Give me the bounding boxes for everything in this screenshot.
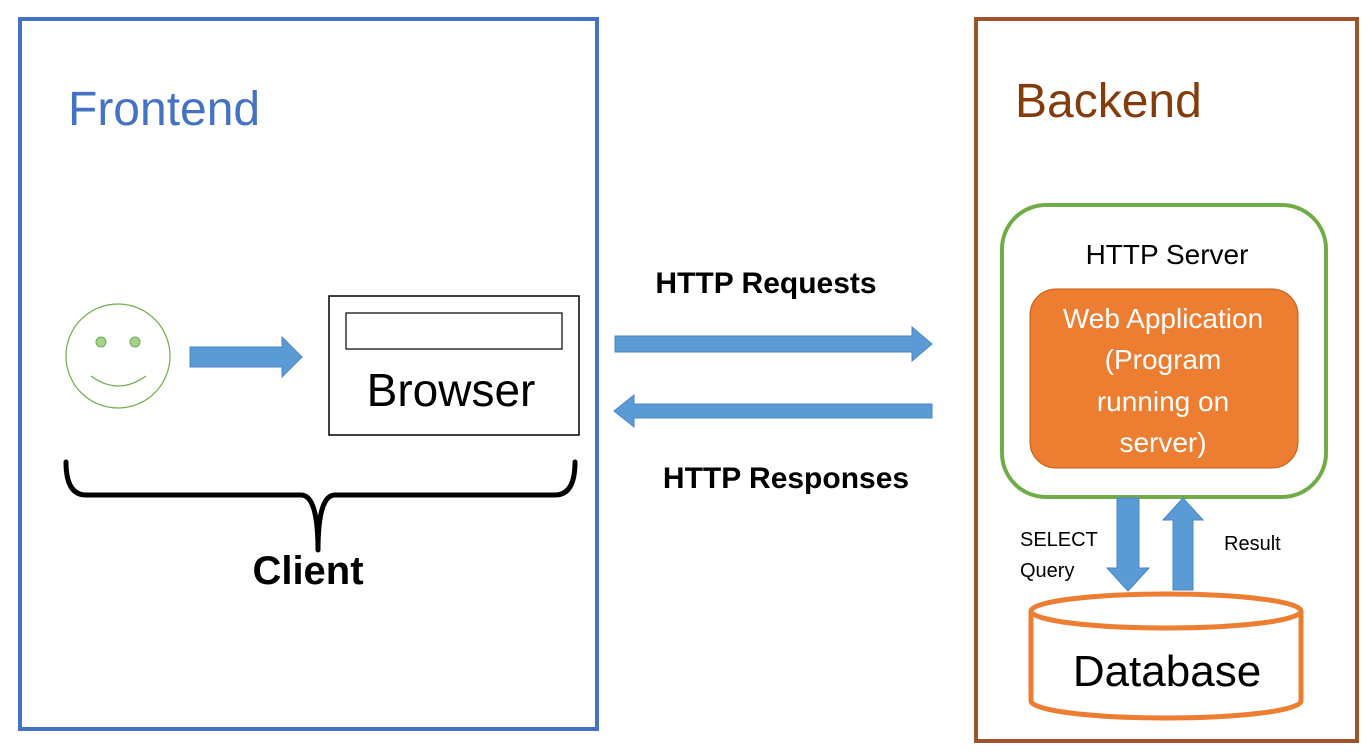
web-app-line-3: running on	[1097, 386, 1229, 417]
client-label: Client	[252, 549, 363, 593]
frontend-border	[18, 17, 599, 731]
client-brace	[63, 459, 578, 553]
user-to-browser-arrow	[189, 335, 303, 379]
select-query-label-line-2: Query	[1020, 560, 1074, 582]
database-label: Database	[1073, 647, 1261, 696]
web-app-line-2: (Program	[1105, 344, 1222, 375]
frontend-title: Frontend	[68, 83, 260, 136]
browser-address-bar	[345, 312, 563, 350]
select-query-arrow	[1105, 497, 1151, 592]
backend-panel: Backend	[974, 17, 1359, 743]
smiley-face-icon	[65, 303, 171, 409]
http-requests-arrow	[614, 325, 933, 363]
database-icon: Database	[1028, 591, 1304, 721]
backend-border	[974, 17, 1359, 743]
http-responses-arrow	[613, 393, 933, 429]
browser-label: Browser	[367, 364, 536, 416]
http-server-label: HTTP Server	[1086, 239, 1249, 270]
browser-window: Browser	[328, 295, 580, 436]
frontend-panel: Frontend	[18, 17, 599, 731]
result-arrow	[1161, 497, 1205, 591]
web-app-line-1: Web Application	[1063, 303, 1263, 334]
http-requests-label: HTTP Requests	[655, 267, 876, 300]
select-query-label-line-1: SELECT	[1020, 529, 1098, 551]
result-label: Result	[1224, 533, 1281, 555]
backend-title: Backend	[1015, 75, 1202, 128]
web-application-box: Web Application (Program running on serv…	[1029, 288, 1299, 469]
http-responses-label: HTTP Responses	[663, 462, 909, 495]
web-app-line-4: server)	[1119, 427, 1206, 458]
